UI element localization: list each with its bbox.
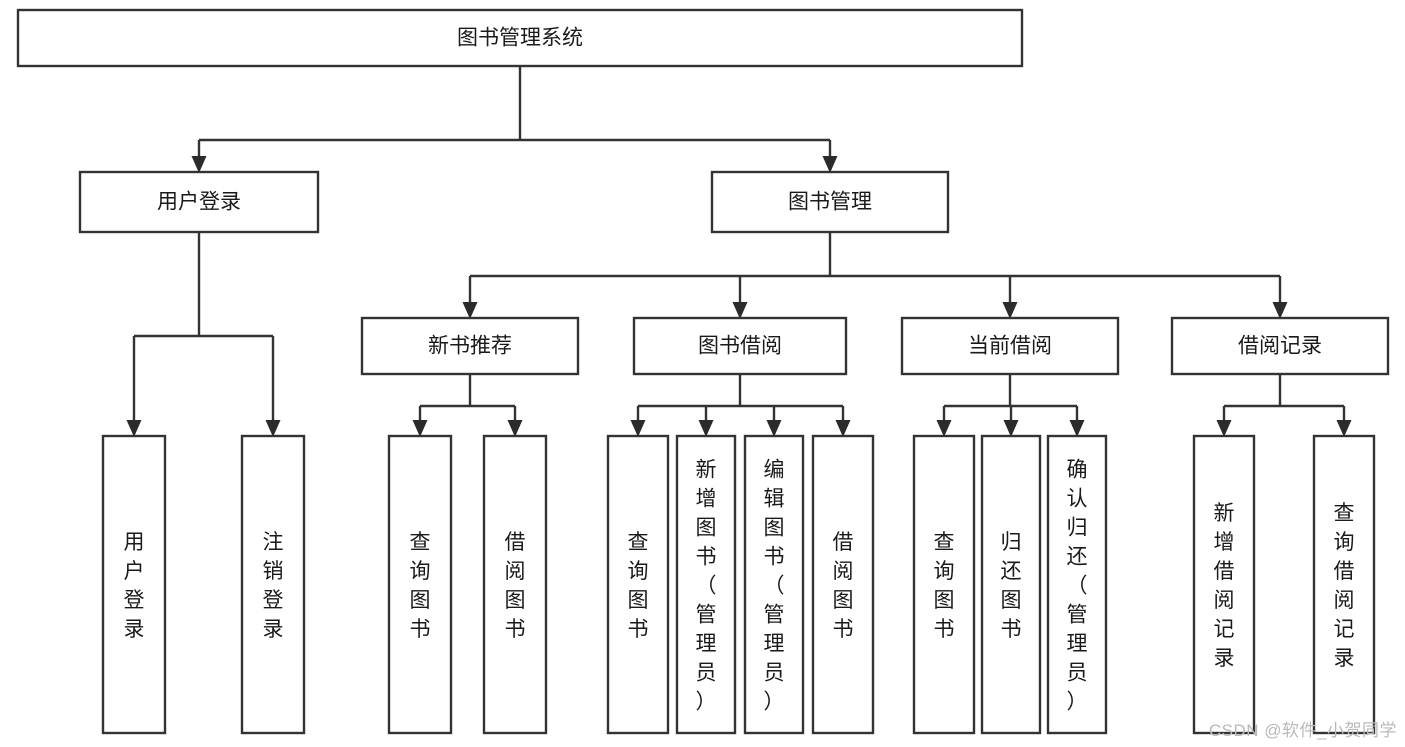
node-root[interactable]: 图书管理系统 [16, 8, 1024, 68]
node-leaf-cb-confirm[interactable]: 确认归还（管理员） [1046, 434, 1108, 735]
arrow-head-leaf-bb-edit [766, 420, 782, 437]
node-user-login[interactable]: 用户登录 [78, 170, 320, 234]
node-box-leaf-rec-borrow[interactable] [482, 434, 548, 735]
arrow-head-leaf-cb-return [1003, 420, 1019, 437]
node-label-current-borrow: 当前借阅 [968, 335, 1052, 358]
arrow-head-leaf-bb-borrow [835, 420, 851, 437]
node-label-leaf-bb-borrow: 借阅图书 [833, 531, 854, 641]
node-leaf-rec-query[interactable]: 查询图书 [387, 434, 453, 735]
arrow-head-current-borrow [1002, 302, 1018, 319]
arrow-head-leaf-bb-add [698, 420, 714, 437]
node-box-leaf-rec-query[interactable] [387, 434, 453, 735]
arrow-head-book-borrow [732, 302, 748, 319]
node-box-leaf-bb-borrow[interactable] [811, 434, 875, 735]
arrow-head-leaf-cb-confirm [1069, 420, 1085, 437]
arrow-head-book-manage [822, 156, 838, 173]
node-label-leaf-logout: 注销登录 [263, 531, 284, 641]
node-label-leaf-cb-confirm: 确认归还（管理员） [1067, 459, 1088, 714]
arrow-head-leaf-rec-borrow [507, 420, 523, 437]
arrow-head-leaf-bb-query [630, 420, 646, 437]
node-book-manage[interactable]: 图书管理 [710, 170, 950, 234]
node-box-book-manage[interactable] [710, 170, 950, 234]
node-box-root[interactable] [16, 8, 1024, 68]
node-label-leaf-bb-query: 查询图书 [628, 531, 649, 641]
node-label-leaf-cb-return: 归还图书 [1001, 531, 1022, 641]
node-label-leaf-user-login: 用户登录 [124, 531, 145, 641]
node-box-new-book-rec[interactable] [360, 316, 580, 376]
node-leaf-bb-borrow[interactable]: 借阅图书 [811, 434, 875, 735]
node-box-leaf-bb-add[interactable] [675, 434, 737, 735]
node-leaf-cb-query[interactable]: 查询图书 [912, 434, 976, 735]
node-borrow-record[interactable]: 借阅记录 [1170, 316, 1390, 376]
arrow-head-leaf-br-add [1216, 420, 1232, 437]
node-label-leaf-bb-add: 新增图书（管理员） [696, 459, 717, 714]
node-label-borrow-record: 借阅记录 [1238, 335, 1322, 358]
node-box-leaf-cb-query[interactable] [912, 434, 976, 735]
node-label-new-book-rec: 新书推荐 [428, 335, 512, 358]
arrow-head-leaf-br-query [1336, 420, 1352, 437]
arrow-head-borrow-record [1272, 302, 1288, 319]
watermark-label: CSDN @软件_小贺同学 [1208, 721, 1397, 740]
node-box-leaf-user-login[interactable] [101, 434, 167, 735]
node-label-leaf-cb-query: 查询图书 [934, 531, 955, 641]
node-leaf-br-query[interactable]: 查询借阅记录 [1312, 434, 1376, 735]
nodes-layer: 图书管理系统用户登录图书管理新书推荐图书借阅当前借阅借阅记录用户登录注销登录查询… [16, 8, 1390, 735]
node-box-book-borrow[interactable] [632, 316, 848, 376]
node-label-book-manage: 图书管理 [788, 191, 872, 214]
node-box-leaf-bb-edit[interactable] [743, 434, 805, 735]
node-label-book-borrow: 图书借阅 [698, 335, 782, 358]
node-label-leaf-br-add: 新增借阅记录 [1214, 502, 1235, 670]
node-box-leaf-logout[interactable] [240, 434, 306, 735]
node-leaf-bb-query[interactable]: 查询图书 [606, 434, 670, 735]
node-box-user-login[interactable] [78, 170, 320, 234]
node-leaf-bb-edit[interactable]: 编辑图书（管理员） [743, 434, 805, 735]
node-leaf-user-login[interactable]: 用户登录 [101, 434, 167, 735]
node-leaf-cb-return[interactable]: 归还图书 [980, 434, 1042, 735]
node-label-leaf-rec-borrow: 借阅图书 [505, 531, 526, 641]
node-new-book-rec[interactable]: 新书推荐 [360, 316, 580, 376]
arrow-head-leaf-cb-query [936, 420, 952, 437]
node-box-leaf-cb-return[interactable] [980, 434, 1042, 735]
node-box-leaf-bb-query[interactable] [606, 434, 670, 735]
arrow-head-user-login [191, 156, 207, 173]
node-book-borrow[interactable]: 图书借阅 [632, 316, 848, 376]
node-leaf-br-add[interactable]: 新增借阅记录 [1192, 434, 1256, 735]
node-label-leaf-bb-edit: 编辑图书（管理员） [764, 459, 785, 714]
arrow-head-new-book-rec [462, 302, 478, 319]
node-leaf-rec-borrow[interactable]: 借阅图书 [482, 434, 548, 735]
node-box-current-borrow[interactable] [900, 316, 1120, 376]
arrow-head-leaf-user-login [126, 420, 142, 437]
node-label-leaf-br-query: 查询借阅记录 [1334, 502, 1355, 670]
node-box-borrow-record[interactable] [1170, 316, 1390, 376]
node-box-leaf-br-query[interactable] [1312, 434, 1376, 735]
node-label-root: 图书管理系统 [457, 27, 583, 50]
node-label-user-login: 用户登录 [157, 191, 241, 214]
node-leaf-logout[interactable]: 注销登录 [240, 434, 306, 735]
node-label-leaf-rec-query: 查询图书 [410, 531, 431, 641]
arrow-head-leaf-rec-query [412, 420, 428, 437]
arrow-head-leaf-logout [265, 420, 281, 437]
node-box-leaf-br-add[interactable] [1192, 434, 1256, 735]
node-leaf-bb-add[interactable]: 新增图书（管理员） [675, 434, 737, 735]
connectors-layer [126, 66, 1352, 437]
node-box-leaf-cb-confirm[interactable] [1046, 434, 1108, 735]
node-current-borrow[interactable]: 当前借阅 [900, 316, 1120, 376]
